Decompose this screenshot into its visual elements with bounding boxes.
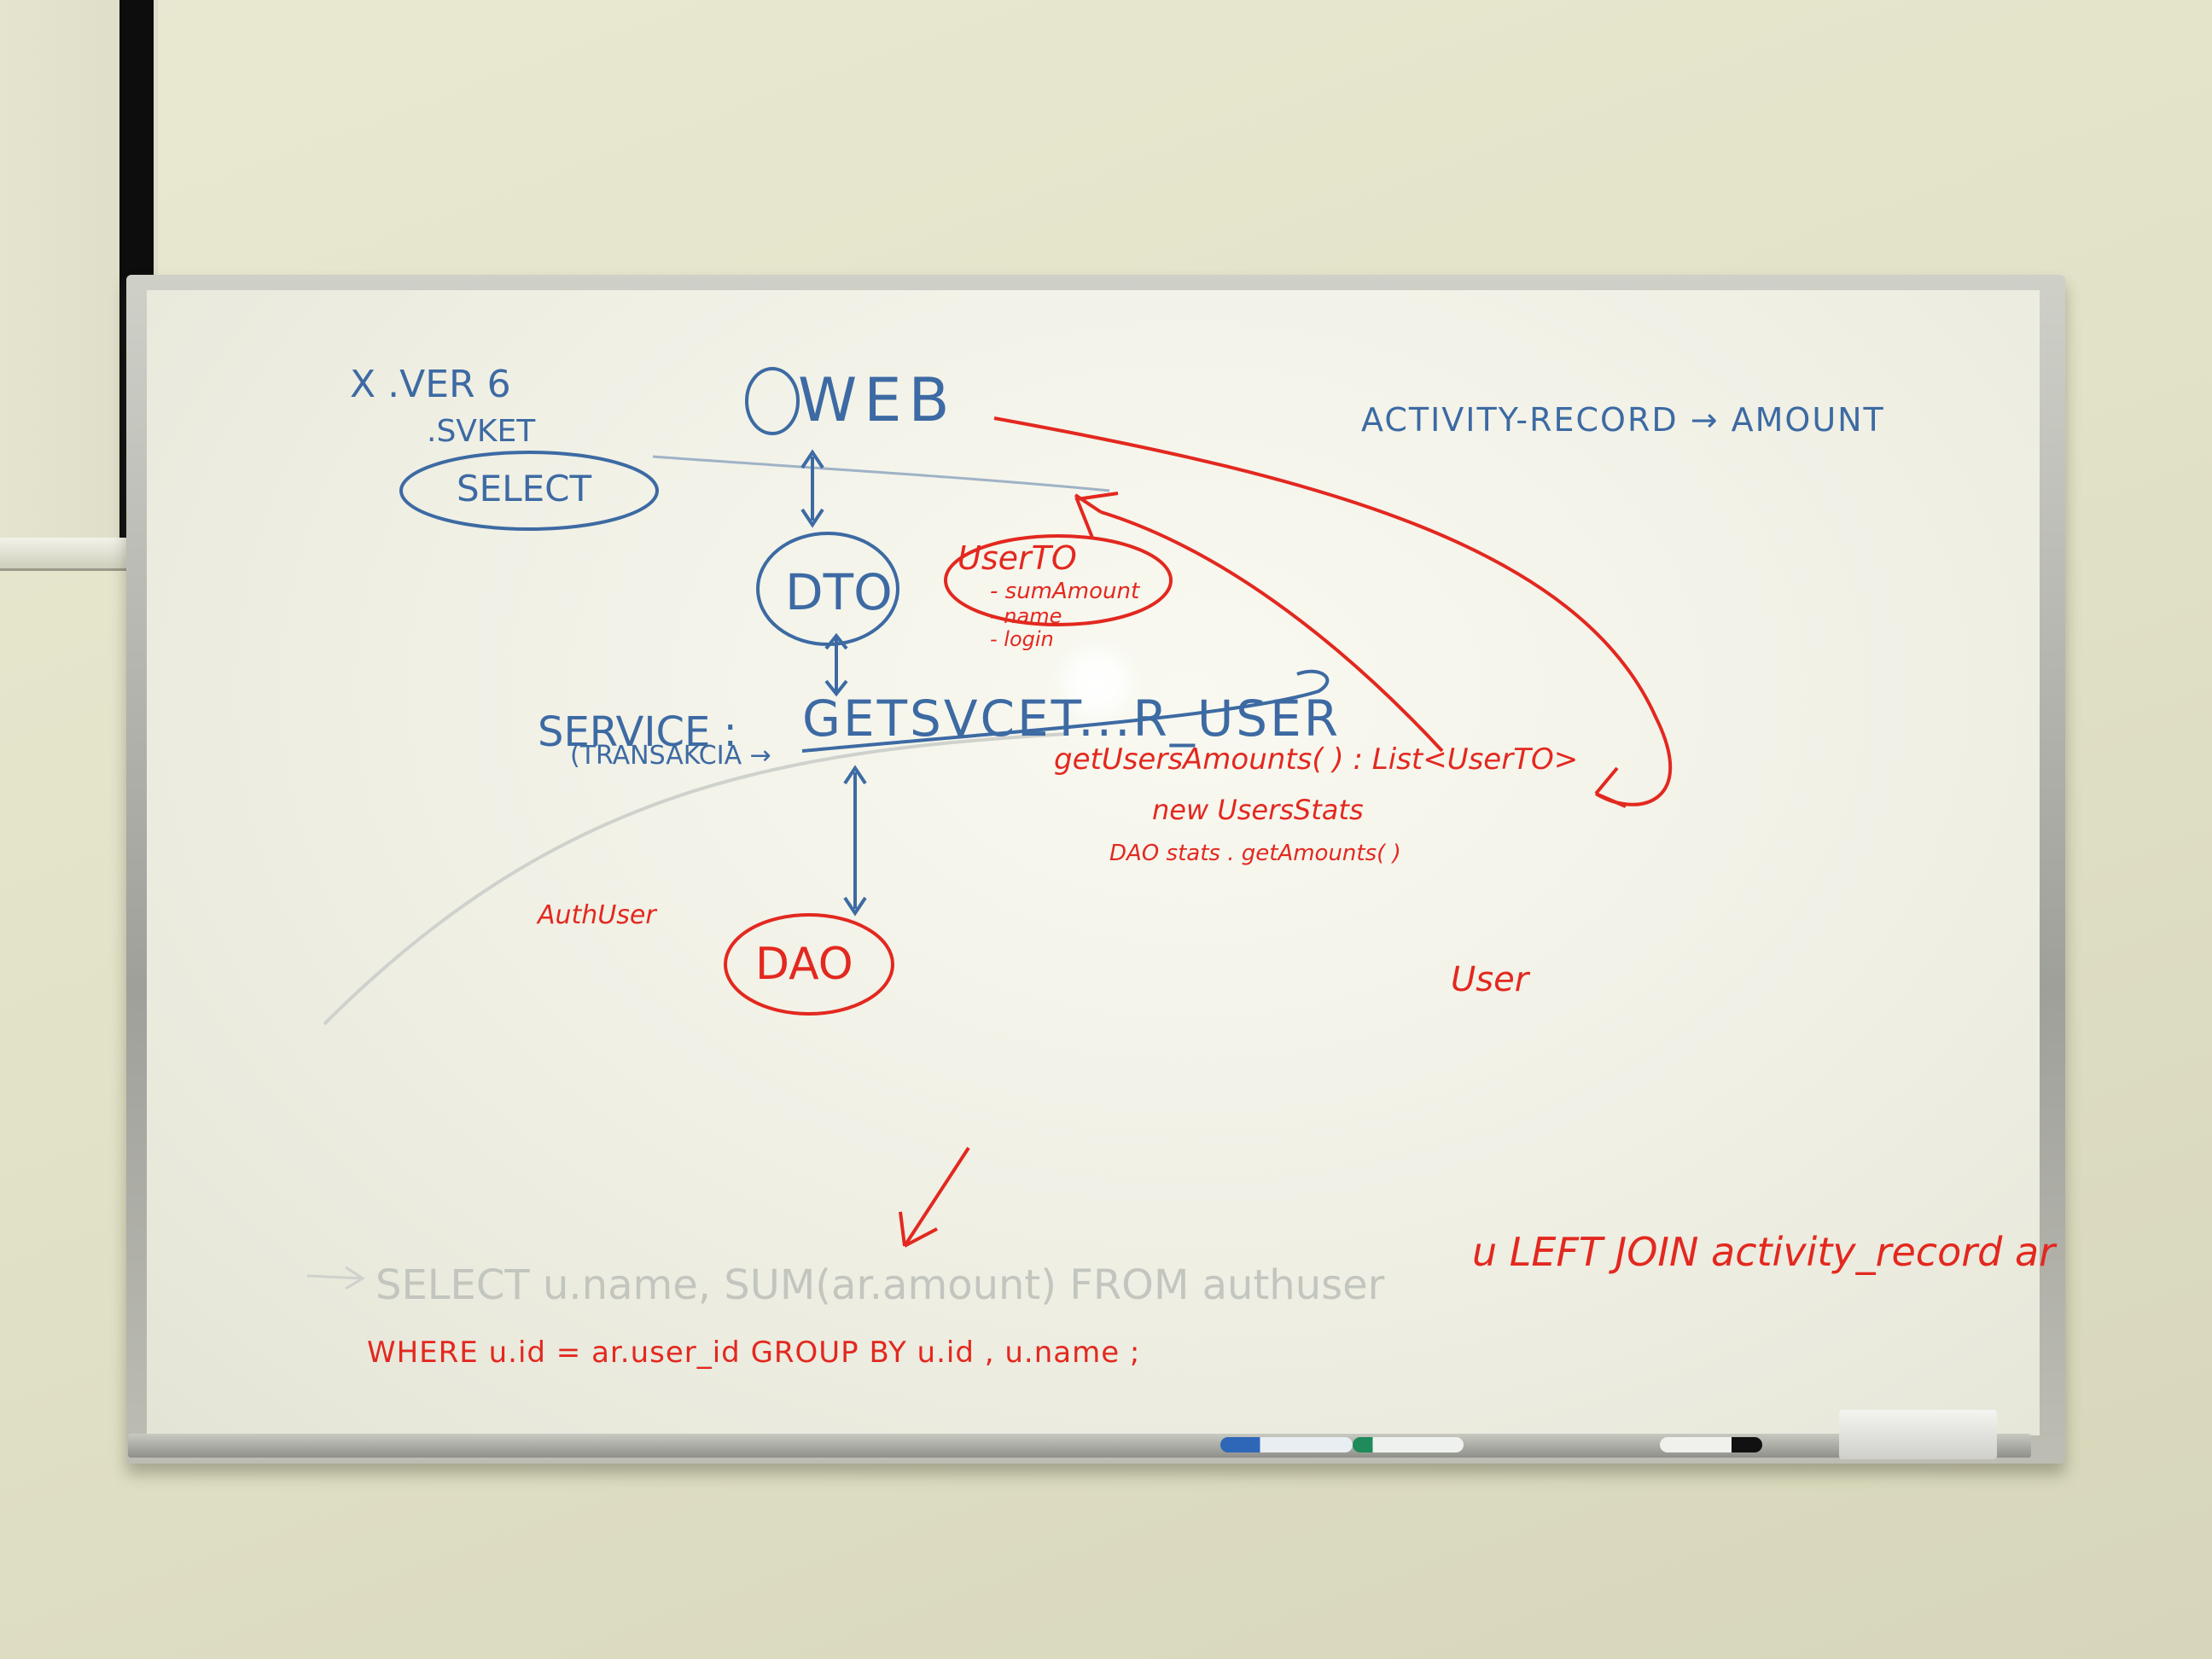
service-label: SERVICE : [538, 708, 737, 756]
new-users-stats-line: new UsersStats [1152, 794, 1364, 826]
top-left-note-1: X .VER 6 [350, 363, 511, 406]
activity-record-note: ACTIVITY-RECORD → AMOUNT [1361, 401, 1885, 439]
userto-field-name: - name [990, 604, 1062, 628]
dto-label: DTO [785, 563, 893, 621]
whiteboard-eraser [1839, 1410, 1997, 1459]
blue-marker [1220, 1437, 1353, 1452]
method-signature: getUsersAmounts( ) : List<UserTO> [1054, 742, 1579, 777]
userto-field-sumamount: - sumAmount [990, 579, 1140, 604]
user-label: User [1451, 960, 1529, 999]
dao-label: DAO [755, 939, 853, 990]
userto-title: UserTO [958, 539, 1077, 577]
transaction-note: (TRANSAKCIA → [570, 741, 771, 771]
web-label: WEB [798, 365, 957, 435]
black-marker [1660, 1437, 1762, 1452]
sql-line-1-red: u LEFT JOIN activity_record ar [1472, 1229, 2056, 1275]
sql-line-1-faded: SELECT u.name, SUM(ar.amount) FROM authu… [375, 1261, 1385, 1309]
dao-call-line: DAO stats . getAmounts( ) [1109, 841, 1401, 866]
userto-field-login: - login [990, 627, 1054, 651]
sql-line-2: WHERE u.id = ar.user_id GROUP BY u.id , … [367, 1336, 1141, 1370]
green-marker [1353, 1437, 1464, 1452]
top-left-note-2: .SVKET [427, 414, 536, 449]
select-bubble-text: SELECT [457, 468, 592, 509]
service-method: GETSVCET...R_USER [802, 690, 1342, 748]
authuser-label: AuthUser [538, 900, 656, 930]
